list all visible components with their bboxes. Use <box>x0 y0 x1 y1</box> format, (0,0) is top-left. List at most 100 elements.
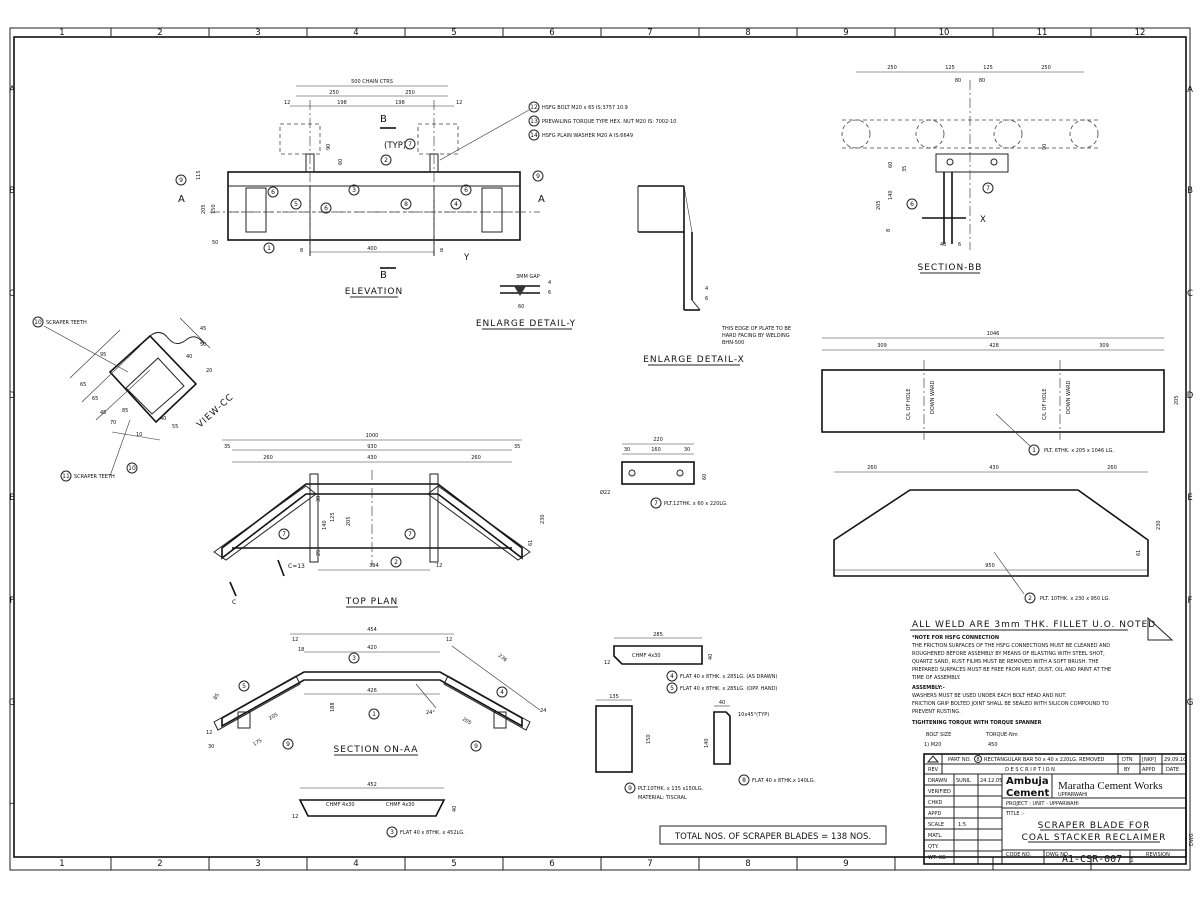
dim-30: 30 <box>684 447 690 453</box>
row-letter: G <box>9 698 16 708</box>
dim-140: 140 <box>888 190 894 200</box>
rev-by: DTN <box>1122 757 1133 763</box>
balloon-number: 3 <box>352 187 356 194</box>
wt-label: WT. KG <box>928 855 946 861</box>
dim-400: 400 <box>367 246 377 252</box>
view-cc-dim: 70 <box>110 420 116 426</box>
balloon-number: 6 <box>464 187 468 194</box>
section-aa-view: 454 12 12 18 420 426 188 236 24 85 205 2… <box>206 627 546 756</box>
torque-title: TIGHTENING TORQUE WITH TORQUE SPANNER <box>912 720 1042 726</box>
column-numbers-bottom: 1 2 3 4 5 6 7 8 9 <box>59 859 848 869</box>
dim-205: 205 <box>346 516 352 526</box>
view-cc-dim: 50 <box>200 342 206 348</box>
hsfg-note-line: ROUGHENED BEFORE ASSEMBLY BY MEANS OF BL… <box>912 651 1105 657</box>
view-cc-detail: 65 95 65 45 70 85 45 50 20 40 40 55 10 1… <box>32 316 236 482</box>
col-number: 10 <box>939 28 950 38</box>
dim-4: 4 <box>705 286 708 292</box>
dim-160: 160 <box>651 447 661 453</box>
view-title-section-aa: SECTION ON-AA <box>334 745 419 755</box>
appd-header: APPD <box>1142 767 1155 773</box>
flat-5-label: FLAT 40 x 8THK. x 285LG. (OPP. HAND) <box>680 686 777 692</box>
plate-7-label: PLT.12THK. x 60 x 220LG. <box>664 501 728 507</box>
note-washer: HSFG PLAIN WASHER M20 A IS:6649 <box>542 133 633 139</box>
c-marker: C=13 <box>288 563 305 570</box>
company-location: UPPARWAHI <box>1058 792 1087 798</box>
col-number: 7 <box>647 28 652 38</box>
dim-250: 250 <box>329 90 339 96</box>
scale-value: 1:5 <box>958 822 966 828</box>
hsfg-note-line: TIME OF ASSEMBLY. <box>911 675 961 681</box>
dim-18: 18 <box>298 647 304 653</box>
column-numbers-top: 1 2 3 4 5 6 7 8 9 10 11 12 <box>59 28 1145 38</box>
dim-125: 125 <box>983 65 993 71</box>
balloon-number: 10 <box>128 465 136 472</box>
dim-205: 205 <box>1174 395 1180 405</box>
logo-cement: Cement <box>1006 788 1049 799</box>
balloon-number: 7 <box>282 531 286 538</box>
dim-205: 205 <box>201 204 207 214</box>
dim-90: 90 <box>1042 144 1048 150</box>
project-label: PROJECT : UNIT - UPPARWAHI <box>1006 801 1079 807</box>
row-letter: A <box>1187 85 1193 95</box>
verified-label: VERIFIED <box>928 789 951 795</box>
view-title-view-cc: VIEW-CC <box>195 392 236 430</box>
down-ward-text: DOWN WARD <box>930 380 936 414</box>
dim-90: 90 <box>326 144 332 150</box>
dim-260: 260 <box>1107 465 1117 471</box>
dim-198: 198 <box>395 100 405 106</box>
bolt-size-header: BOLT SIZE <box>926 732 951 738</box>
top-plan-view: 1000 35 930 35 260 430 260 394 12 230 61… <box>213 433 546 608</box>
dim-61: 61 <box>1136 550 1142 556</box>
col-number: 7 <box>647 859 652 869</box>
balloon-number: 9 <box>628 785 632 792</box>
balloon-number: 7 <box>654 500 658 507</box>
dwg-side-label: DWG <box>1189 833 1195 846</box>
flat-8-label: FLAT 40 x 8THK.x 140LG. <box>752 778 816 784</box>
row-letter: E <box>9 493 14 503</box>
detail-letter: Y <box>463 253 470 263</box>
hole-cl-text: C/L OF HOLE <box>906 388 912 420</box>
view-cc-dim: 95 <box>100 352 106 358</box>
rev-desc-part-number: 8 <box>976 757 979 763</box>
col-number: 3 <box>255 859 260 869</box>
rev-appd: [NKP] <box>1142 757 1156 763</box>
dim-188: 188 <box>330 702 336 712</box>
company-name: Maratha Cement Works <box>1058 780 1163 792</box>
rev-header: REV <box>928 767 939 773</box>
c-marker: C <box>232 599 236 606</box>
col-number: 5 <box>451 859 456 869</box>
row-letter: F <box>10 596 15 606</box>
plate-2-detail: 260 430 260 950 230 61 2 PLT. 10THK. x 2… <box>833 465 1162 604</box>
dim-1046: 1046 <box>987 331 1000 337</box>
section-bb-view: 250 125 125 250 80 80 90 60 35 140 205 8… <box>841 65 1099 274</box>
section-letter: A <box>178 194 185 205</box>
enlarge-detail-y: 3MM GAP 60 4 6 ENLARGE DETAIL-Y <box>476 274 575 330</box>
dim-4: 4 <box>548 280 551 286</box>
col-number: 9 <box>843 859 848 869</box>
row-letter: H <box>9 800 15 810</box>
dim-12: 12 <box>292 637 298 643</box>
dim-35: 35 <box>514 444 520 450</box>
bolt-size-value: 1) M20 <box>924 742 941 748</box>
col-number: 3 <box>255 28 260 38</box>
dim-452: 452 <box>367 782 377 788</box>
balloon-number: 4 <box>454 201 458 208</box>
dim-394: 394 <box>369 563 379 569</box>
view-cc-dim: 85 <box>122 408 128 414</box>
dim-8: 8 <box>886 229 892 232</box>
dim-125: 125 <box>945 65 955 71</box>
dwg-no-label: DWG NO. <box>1046 852 1070 858</box>
plate-9-detail: 135 150 9 PLT.10THK. x 135 x150LG. MATER… <box>595 694 704 801</box>
dim-930: 930 <box>367 444 377 450</box>
row-letter: E <box>1187 493 1192 503</box>
flat-8-detail: 40 140 10x45°(TYP) 8 FLAT 40 x 8THK.x 14… <box>704 700 816 786</box>
col-number: 8 <box>745 28 750 38</box>
dim-6: 6 <box>548 290 551 296</box>
section-letter: B <box>380 270 387 281</box>
down-ward-text: DOWN WARD <box>1066 380 1072 414</box>
assembly-title: ASSEMBLY:- <box>912 685 945 691</box>
title-label: TITLE :- <box>1005 811 1025 817</box>
col-number: 11 <box>1037 28 1048 38</box>
balloon-number: 8 <box>404 201 408 208</box>
note-hex-nut: PREVAILING TORQUE TYPE HEX. NUT M20 IS: … <box>542 119 676 125</box>
